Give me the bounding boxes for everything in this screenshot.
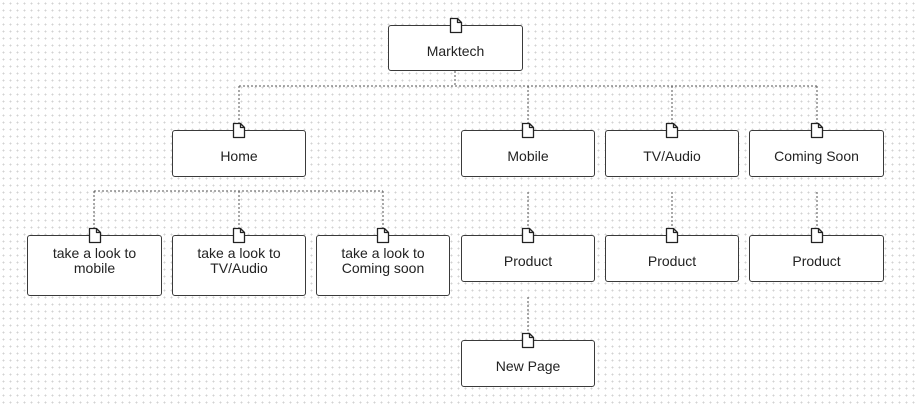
node-label: Product: [647, 253, 697, 269]
page-icon: [88, 227, 101, 244]
node-marktech[interactable]: Marktech: [388, 17, 523, 71]
node-coming-soon-product[interactable]: Product: [749, 227, 884, 282]
page-icon: [521, 122, 535, 139]
page-icon: [449, 17, 462, 34]
node-label: Marktech: [426, 42, 485, 59]
page-icon: [665, 122, 679, 139]
node-label: TV/Audio: [643, 148, 701, 164]
node-label: Coming Soon: [774, 148, 859, 164]
node-tv-audio-product[interactable]: Product: [605, 227, 739, 282]
page-icon: [232, 122, 246, 139]
node-new-page[interactable]: New Page: [461, 332, 595, 387]
node-label: Mobile: [507, 148, 549, 164]
page-icon: [810, 122, 823, 139]
page-icon: [521, 332, 535, 349]
node-home[interactable]: Home: [172, 122, 306, 177]
node-mobile-product[interactable]: Product: [461, 227, 595, 282]
page-icon: [232, 227, 246, 244]
node-label: Product: [792, 253, 841, 269]
node-label: Home: [220, 148, 258, 164]
page-icon: [665, 227, 679, 244]
page-icon: [521, 227, 535, 244]
node-label: New Page: [495, 358, 561, 374]
node-take-a-look-to-tv-audio[interactable]: take a look to TV/Audio: [172, 227, 306, 296]
page-icon: [810, 227, 823, 244]
node-take-a-look-to-mobile[interactable]: take a look to mobile: [27, 227, 162, 296]
node-label: take a look to Coming soon: [341, 244, 425, 276]
node-label: take a look to TV/Audio: [197, 244, 281, 276]
node-label: Product: [503, 253, 553, 269]
node-take-a-look-to-coming-soon[interactable]: take a look to Coming soon: [316, 227, 450, 296]
node-mobile[interactable]: Mobile: [461, 122, 595, 177]
node-tv-audio[interactable]: TV/Audio: [605, 122, 739, 177]
page-icon: [376, 227, 390, 244]
node-coming-soon[interactable]: Coming Soon: [749, 122, 884, 177]
node-label: take a look to mobile: [52, 244, 137, 276]
